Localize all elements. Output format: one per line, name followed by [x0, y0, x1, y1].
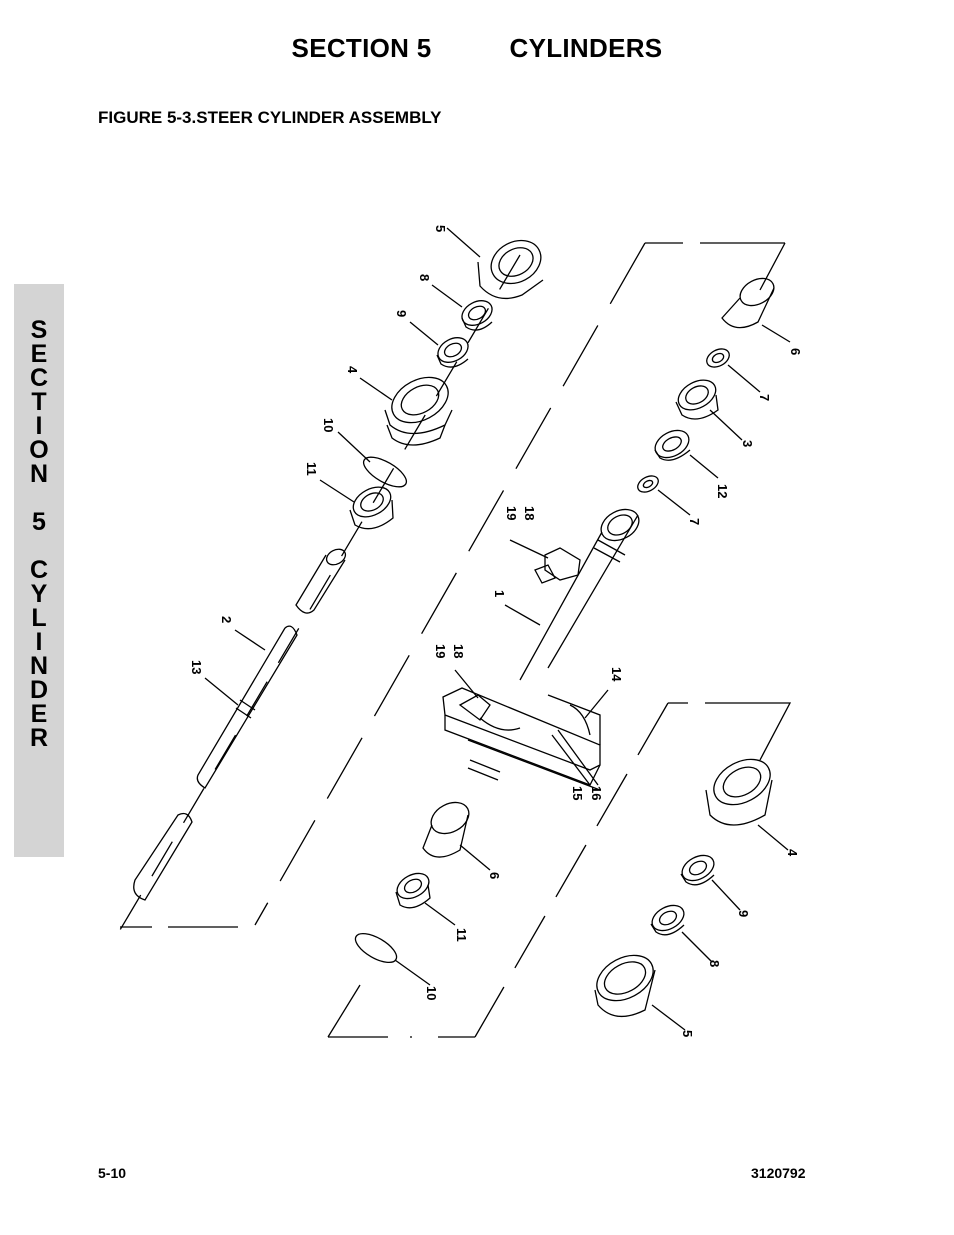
callout-9-bottom: 9	[736, 910, 751, 917]
side-tab-letter: S	[30, 316, 48, 344]
part-5-gland-nut-bottom	[594, 954, 656, 1017]
side-tab-letter: I	[35, 412, 43, 440]
drawing-linework	[119, 227, 792, 1038]
part-7-lock-ring-a	[706, 348, 730, 368]
side-tab-letter: I	[35, 628, 43, 656]
part-10-o-ring-bottom	[354, 932, 398, 964]
side-tab-letter: L	[31, 604, 47, 632]
part-10-o-ring-top	[362, 456, 408, 488]
callout-8-bottom: 8	[707, 960, 722, 967]
side-tab-letter: D	[29, 676, 49, 704]
bracket-bottom-left	[327, 984, 361, 1038]
callout-7-b: 7	[687, 518, 702, 525]
callout-12: 12	[715, 484, 730, 498]
side-tab-letter: T	[31, 388, 47, 416]
leader-lines	[204, 227, 791, 1031]
side-tab-letter: E	[30, 700, 48, 728]
part-4-cylinder-head-top	[384, 376, 453, 446]
page-number: 5-10	[98, 1165, 127, 1181]
callout-labels: 5 8 9 4 10 11 2 13 6 7 3 12 7 19 18 1 19…	[189, 225, 803, 1037]
callout-1: 1	[492, 590, 507, 597]
part-rod-lower	[133, 812, 193, 901]
callout-13: 13	[189, 660, 204, 674]
section-title: CYLINDERS	[509, 33, 663, 63]
callout-18-top: 18	[522, 506, 537, 520]
side-tab-letter: C	[29, 364, 49, 392]
callout-15: 15	[570, 786, 585, 800]
callout-4-bottom: 4	[785, 849, 800, 857]
callout-7-a: 7	[757, 394, 772, 401]
callout-14: 14	[609, 667, 624, 682]
callout-19-top: 19	[504, 506, 519, 520]
callout-8-top: 8	[417, 274, 432, 281]
side-tab-letter: O	[29, 436, 49, 464]
part-8-wiper-top	[461, 300, 493, 331]
side-tab-letter: Y	[30, 580, 48, 608]
section-header: SECTION 5 CYLINDERS	[0, 33, 954, 64]
part-4-cylinder-head-bottom	[705, 758, 773, 826]
callout-3: 3	[740, 440, 755, 447]
callout-2: 2	[219, 616, 234, 623]
bracket-bottom-long	[328, 702, 669, 1038]
side-tab-letter: 5	[32, 508, 46, 536]
part-2-piston-rod	[196, 625, 298, 789]
part-rod-end-top	[295, 548, 347, 614]
callout-5-bottom: 5	[680, 1030, 695, 1037]
callout-5-top: 5	[433, 225, 448, 232]
side-tab-letter: R	[29, 724, 49, 752]
callout-19-mid: 19	[433, 644, 448, 658]
part-11-bushing-bottom	[395, 872, 431, 909]
part-6-bushing-top	[721, 277, 775, 329]
part-9-seal-top	[436, 337, 469, 368]
side-tab-letter: N	[29, 652, 49, 680]
callout-16: 16	[589, 786, 604, 800]
part-9-seal-bottom	[680, 854, 715, 886]
callout-18-mid: 18	[451, 644, 466, 658]
part-7-lock-ring-b	[637, 475, 659, 493]
document-number: 3120792	[751, 1165, 806, 1181]
part-6-bushing-bottom	[422, 801, 470, 858]
part-barrel-block	[442, 687, 601, 791]
part-1-cylinder-barrel	[519, 508, 640, 681]
callout-10-top: 10	[321, 418, 336, 432]
callout-6-top: 6	[788, 348, 803, 355]
part-11-bushing-top	[349, 486, 394, 530]
callout-4-top: 4	[345, 366, 360, 374]
side-tab-letter: C	[29, 556, 49, 584]
callout-6-bottom: 6	[487, 872, 502, 879]
side-tab-letter: E	[30, 340, 48, 368]
callout-11-bottom: 11	[454, 928, 469, 942]
callout-9-top: 9	[394, 310, 409, 317]
part-3-piston	[675, 379, 719, 420]
bracket-top-right	[645, 242, 786, 291]
bracket-bottom-right	[668, 702, 792, 761]
part-12-seal	[654, 429, 691, 461]
callout-10-bottom: 10	[424, 986, 439, 1000]
part-8-wiper-bottom	[650, 904, 685, 936]
callout-11-top: 11	[304, 462, 319, 476]
figure-title: FIGURE 5-3.STEER CYLINDER ASSEMBLY	[98, 108, 442, 127]
section-number: SECTION 5	[291, 33, 432, 63]
axis-line-left	[119, 254, 521, 931]
part-18-19-fitting-top	[534, 547, 581, 584]
part-5-gland-nut-top	[477, 239, 544, 300]
bracket-left-long	[120, 242, 646, 928]
side-tab-letter: N	[29, 460, 49, 488]
